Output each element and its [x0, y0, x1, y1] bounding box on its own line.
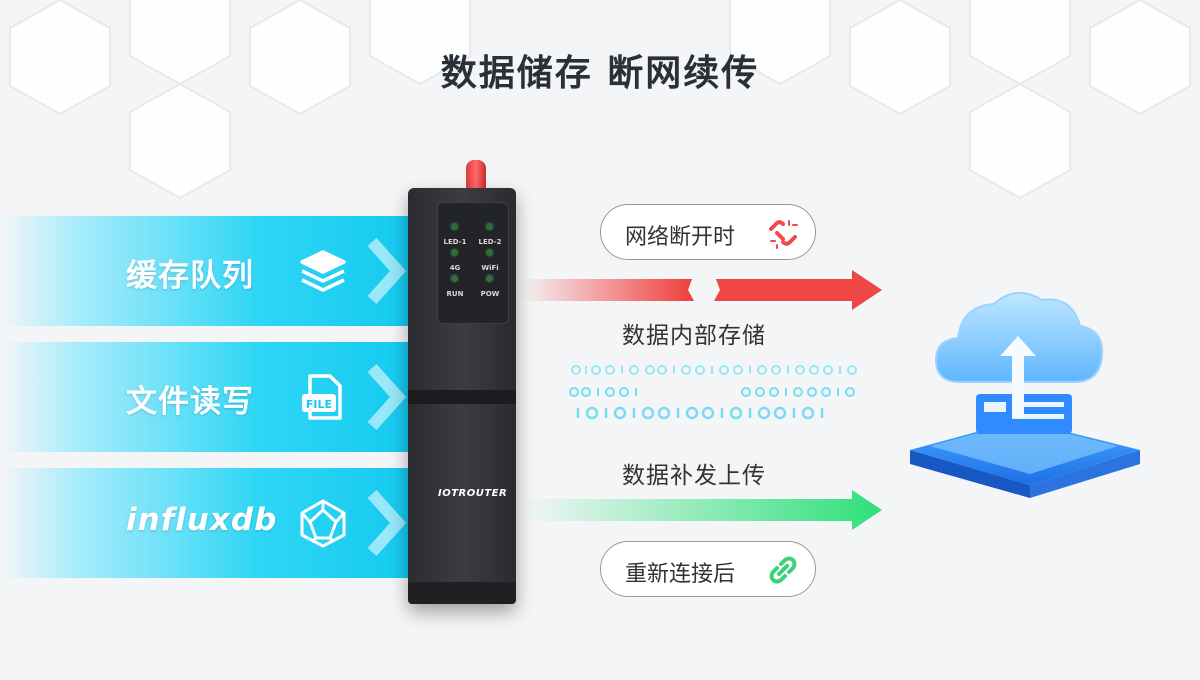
led-label: POW — [480, 290, 500, 298]
led-indicator — [486, 223, 493, 230]
disconnect-label: 网络断开时 — [625, 225, 736, 250]
feature-label: 文件读写 — [126, 384, 254, 420]
device-foot — [408, 582, 516, 604]
cloud-server-icon — [910, 292, 1140, 498]
chevron-right-icon — [367, 364, 406, 430]
led-indicator — [486, 275, 493, 282]
led-indicator — [486, 249, 493, 256]
feature-label: 缓存队列 — [126, 258, 254, 294]
led-label: WiFi — [481, 264, 499, 272]
feature-label: influxdb — [126, 502, 278, 538]
link-icon — [769, 556, 797, 584]
binary-stream — [569, 365, 857, 420]
feature-bar-cache-queue: 缓存队列 — [0, 216, 430, 326]
router-device: LED-1 LED-2 4G WiFi RUN POW IOTROUTER — [408, 188, 516, 604]
led-panel: LED-1 LED-2 4G WiFi RUN POW — [437, 202, 509, 324]
feature-bar-file-io: 文件读写 FILE — [0, 342, 430, 452]
reconnect-label: 重新连接后 — [625, 562, 736, 587]
led-indicator — [451, 275, 458, 282]
led-label: LED-1 — [443, 238, 467, 246]
led-indicator — [451, 249, 458, 256]
polyhedron-icon — [300, 499, 346, 548]
disconnect-pill: 网络断开时 — [600, 204, 816, 260]
led-label: LED-2 — [478, 238, 502, 246]
resend-label: 数据补发上传 — [622, 463, 766, 489]
antenna — [466, 160, 486, 192]
page-title: 数据储存 断网续传 — [440, 53, 760, 94]
file-icon: FILE — [302, 374, 342, 420]
store-label: 数据内部存储 — [622, 323, 766, 349]
red-disconnect-arrow — [520, 270, 882, 310]
chevron-right-icon — [367, 238, 406, 304]
chevron-right-icon — [367, 490, 406, 556]
brand-logo: IOTROUTER — [438, 488, 508, 499]
layers-icon — [300, 250, 346, 292]
reconnect-pill: 重新连接后 — [600, 541, 816, 597]
broken-link-icon — [769, 220, 798, 249]
file-icon-text: FILE — [306, 398, 332, 411]
green-resend-arrow — [520, 490, 882, 530]
device-seam — [408, 390, 516, 404]
led-indicator — [451, 223, 458, 230]
led-label: 4G — [449, 264, 461, 272]
led-label: RUN — [446, 290, 464, 298]
feature-bar-influxdb: influxdb — [0, 468, 430, 578]
